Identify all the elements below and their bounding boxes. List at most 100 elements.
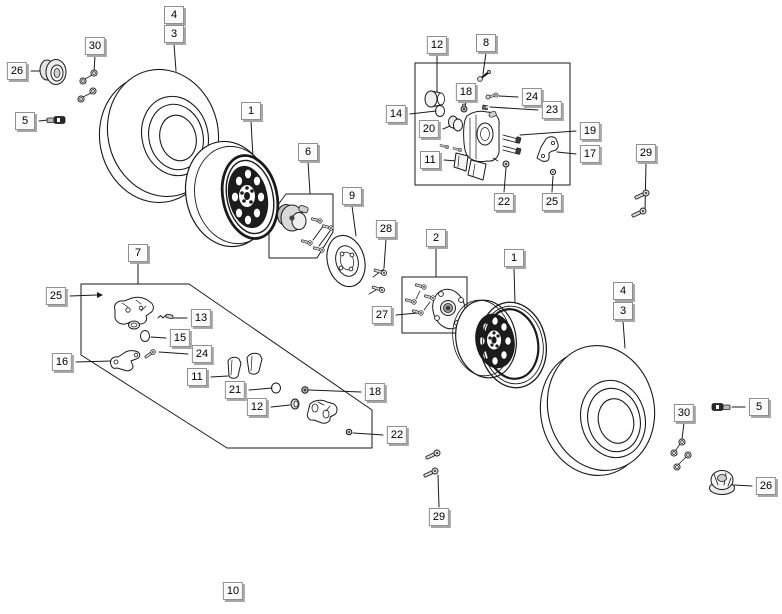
callout-30[interactable]: 30 [673,404,695,422]
valve-stem-5-left [46,116,66,124]
leader-line [158,351,189,355]
leader-line [409,110,437,115]
bracket-16 [110,350,141,372]
bolt-22-bottom [345,428,353,436]
pins-19 [502,134,522,155]
callout-2[interactable]: 2 [426,229,446,247]
hub-group-box-2 [401,276,468,334]
callout-18[interactable]: 18 [455,83,477,101]
leader-line [519,130,577,136]
callout-3[interactable]: 3 [164,25,184,43]
nuts-30-left [77,69,98,103]
leader-lines [30,43,753,508]
leader-line [498,95,519,98]
cap-26-right [709,470,735,495]
callout-4[interactable]: 4 [164,6,184,24]
callout-17[interactable]: 17 [579,145,601,163]
leader-line [351,205,357,237]
callout-4[interactable]: 4 [613,282,633,300]
callout-10[interactable]: 10 [222,582,244,600]
brake-pads-11-top [439,143,487,181]
caliper-group-box-7 [80,283,373,449]
leader-line [383,238,387,269]
leader-line [250,120,254,159]
tire-right [539,344,656,477]
leader-line [489,106,539,111]
callout-16[interactable]: 16 [51,353,73,371]
callout-22[interactable]: 22 [493,193,515,211]
callout-24[interactable]: 24 [191,345,213,363]
leader-line [210,375,229,378]
leader-line [733,484,753,487]
leader-line [622,320,626,349]
pin-13 [157,313,174,319]
ring-15 [140,330,150,342]
nuts-30-right [670,438,692,471]
bolts-28 [368,267,388,295]
washer-25-top [549,168,557,176]
callout-19[interactable]: 19 [579,122,601,140]
callout-8[interactable]: 8 [476,34,496,52]
leader-line [556,151,577,155]
hub-assembly-2 [404,282,466,330]
callout-12[interactable]: 12 [426,36,448,54]
piston-20 [448,115,463,132]
ring-12-bottom [290,398,300,410]
callout-28[interactable]: 28 [375,220,397,238]
callout-1[interactable]: 1 [504,249,524,267]
valve-stem-5-right [711,403,731,411]
callout-3[interactable]: 3 [613,302,633,320]
callout-22[interactable]: 22 [386,426,408,444]
callout-24[interactable]: 24 [521,88,543,106]
callout-27[interactable]: 27 [371,306,393,324]
leader-line [513,267,516,304]
callout-20[interactable]: 20 [418,120,440,138]
callout-23[interactable]: 23 [541,101,563,119]
nut-18-top [460,103,468,113]
callout-29[interactable]: 29 [428,508,450,526]
callout-21[interactable]: 21 [224,381,246,399]
callout-14[interactable]: 14 [385,105,407,123]
callout-11[interactable]: 11 [420,151,440,169]
callout-13[interactable]: 13 [190,309,212,327]
callout-9[interactable]: 9 [342,187,362,205]
callout-15[interactable]: 15 [169,329,191,347]
arrow-25-left [69,292,103,298]
leader-line [352,432,384,436]
pin-18-bottom [301,386,309,394]
leader-line [503,167,507,193]
callout-11[interactable]: 11 [187,368,207,386]
callout-30[interactable]: 30 [84,37,106,55]
callout-5[interactable]: 5 [15,112,35,130]
callout-12[interactable]: 12 [246,398,268,416]
caliper-bracket-bottom [306,399,338,424]
leader-line [308,389,362,393]
callout-6[interactable]: 6 [298,143,318,161]
callout-7[interactable]: 7 [128,244,148,262]
leader-line [93,55,96,72]
leader-line [75,360,112,363]
brake-caliper-top [463,110,500,163]
callout-25[interactable]: 25 [541,193,563,211]
brake-caliper-7 [114,296,154,330]
callout-25[interactable]: 25 [45,287,67,305]
callout-5[interactable]: 5 [749,398,769,416]
leader-line [681,422,685,440]
hub-assembly-6 [277,204,335,254]
leader-line [644,162,647,212]
callout-29[interactable]: 29 [635,144,657,162]
callout-26[interactable]: 26 [755,477,777,495]
callout-18[interactable]: 18 [364,383,386,401]
leader-line [395,312,418,316]
callout-26[interactable]: 26 [6,62,28,80]
leader-line [437,474,440,508]
brake-disc-9 [326,234,366,288]
callout-1[interactable]: 1 [241,102,261,120]
nut-22-top [502,160,510,168]
bolt-24-top [485,92,499,100]
wheel-rim-left [184,140,280,248]
leader-line [248,387,273,391]
cap-26-left [39,59,67,85]
